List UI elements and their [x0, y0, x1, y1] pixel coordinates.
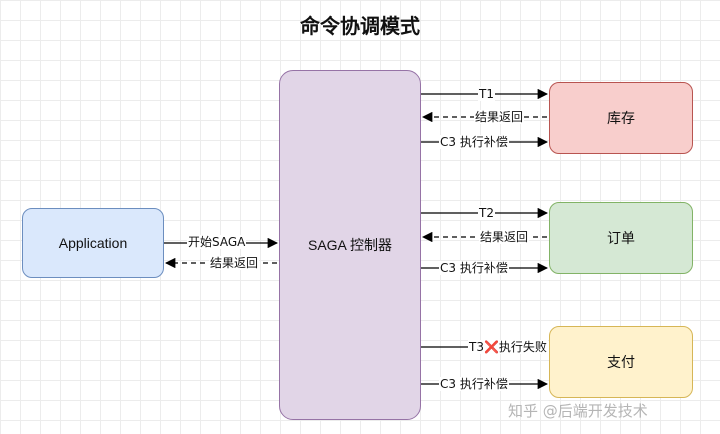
t3-name: T3: [469, 340, 484, 354]
payment-label: 支付: [607, 354, 635, 370]
t3-label: T3❌执行失败: [468, 340, 548, 354]
t1-label: T1: [478, 87, 495, 101]
saga-controller-node: SAGA 控制器: [279, 70, 421, 420]
diagram-title: 命令协调模式: [300, 14, 420, 38]
saga-controller-label: SAGA 控制器: [307, 237, 393, 253]
application-label: Application: [58, 235, 128, 251]
inv-comp-label: C3 执行补偿: [439, 135, 509, 149]
order-node: 订单: [549, 202, 693, 274]
app-result-label: 结果返回: [209, 256, 260, 270]
pay-comp-label: C3 执行补偿: [439, 377, 509, 391]
payment-node: 支付: [549, 326, 693, 398]
inv-result-label: 结果返回: [474, 110, 525, 124]
t2-label: T2: [478, 206, 495, 220]
inventory-label: 库存: [607, 110, 635, 126]
t3-status: 执行失败: [498, 340, 547, 354]
order-label: 订单: [607, 230, 635, 246]
start-saga-label: 开始SAGA: [187, 235, 247, 249]
application-node: Application: [22, 208, 164, 278]
ord-result-label: 结果返回: [479, 230, 530, 244]
failure-x-icon: ❌: [483, 340, 499, 354]
ord-comp-label: C3 执行补偿: [439, 261, 509, 275]
watermark: 知乎 @后端开发技术: [508, 402, 648, 420]
inventory-node: 库存: [549, 82, 693, 154]
